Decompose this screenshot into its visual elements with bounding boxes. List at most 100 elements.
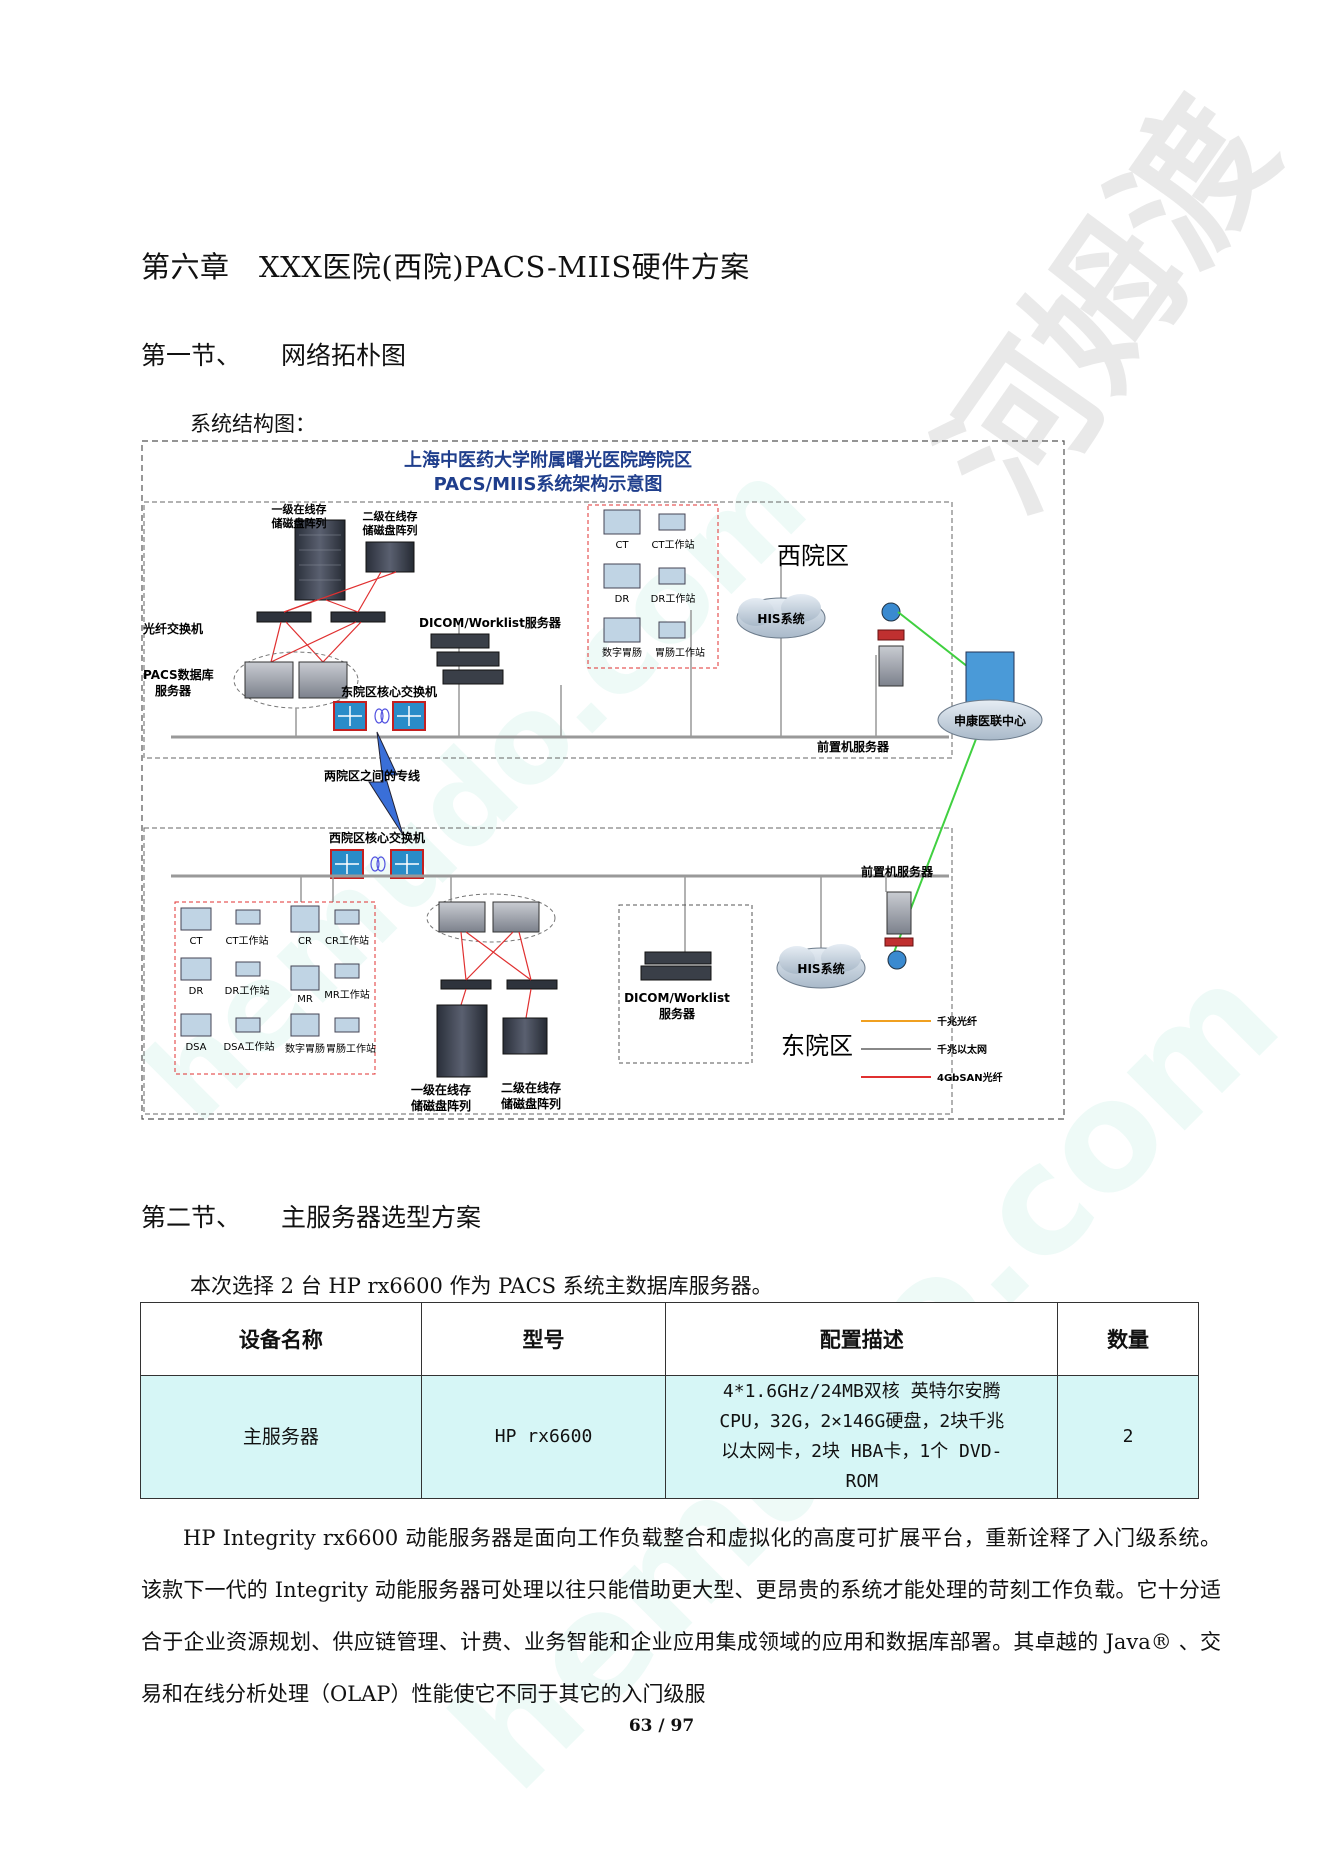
east-dicom-server-2-icon — [640, 965, 712, 981]
header-config: 配置描述 — [665, 1302, 1059, 1376]
center-label: 申康医联中心 — [954, 713, 1026, 728]
east-fiber-switch-1-icon — [440, 979, 492, 990]
legend-label-san: 4GbSAN光纤 — [937, 1071, 1003, 1084]
section-heading-1: 第一节、 网络拓朴图 — [141, 336, 406, 372]
east-modality-cr: CR — [298, 936, 312, 947]
header-model: 型号 — [420, 1302, 667, 1376]
east-modality-dr: DR — [189, 986, 204, 997]
east-modality-mr: MR — [297, 994, 313, 1005]
section-heading-2: 第二节、 主服务器选型方案 — [141, 1198, 481, 1234]
west-modality-gi: 数字胃肠 — [602, 646, 642, 659]
east-db-server-1-icon — [438, 901, 486, 933]
west-db-server-label-1: PACS数据库 — [143, 667, 214, 682]
section-number: 第二节、 — [141, 1203, 242, 1232]
west-dicom-server-2-icon — [436, 651, 500, 667]
east-modality-gi: 数字胃肠 — [285, 1042, 325, 1055]
west-modality-icons — [603, 509, 686, 643]
west-fiber-switch-label: 光纤交换机 — [142, 621, 203, 636]
chapter-title: 第六章 XXX医院(西院)PACS-MIIS硬件方案 — [141, 250, 750, 284]
header-device-name: 设备名称 — [140, 1302, 422, 1376]
west-storage1-label-1: 一级在线存 — [272, 502, 327, 516]
body-paragraph: HP Integrity rx6600 动能服务器是面向工作负载整合和虚拟化的高… — [141, 1512, 1221, 1720]
section-number: 第一节、 — [141, 341, 242, 370]
legend-label-ethernet: 千兆以太网 — [937, 1043, 987, 1056]
diagram-title-line1: 上海中医药大学附属曙光医院跨院区 — [404, 449, 692, 471]
paragraph-text: HP Integrity rx6600 动能服务器是面向工作负载整合和虚拟化的高… — [141, 1526, 1221, 1706]
west-storage2-label-2: 储磁盘阵列 — [363, 523, 418, 537]
west-his-label: HIS系统 — [757, 611, 804, 626]
cell-model: HP rx6600 — [420, 1375, 667, 1499]
west-modality-ct-ws: CT工作站 — [651, 538, 694, 551]
west-modalities-box — [587, 504, 719, 669]
east-front-server-icon — [886, 891, 912, 935]
east-dicom-server-1-icon — [644, 951, 712, 965]
east-modality-dr-ws: DR工作站 — [225, 984, 270, 997]
east-modality-ct-ws: CT工作站 — [225, 934, 268, 947]
intro-text: 本次选择 2 台 HP rx6600 作为 PACS 系统主数据库服务器。 — [190, 1274, 773, 1298]
west-fiber-switch-2-icon — [330, 611, 386, 623]
east-modality-ct: CT — [189, 936, 203, 947]
east-modality-icons — [180, 905, 360, 1037]
east-firewall-icon — [884, 937, 914, 947]
east-his-cloud-icon — [776, 944, 866, 989]
lightning-link-icon — [368, 731, 404, 836]
cell-quantity: 2 — [1057, 1375, 1199, 1499]
east-his-label: HIS系统 — [797, 961, 844, 976]
table-header-row: 设备名称 型号 配置描述 数量 — [140, 1302, 1199, 1376]
west-storage1-label-2: 储磁盘阵列 — [272, 516, 327, 530]
west-dicom-server-label: DICOM/Worklist服务器 — [419, 615, 562, 630]
legend-label-fiber: 千兆光纤 — [937, 1015, 977, 1028]
west-zone-frame — [143, 501, 953, 759]
east-front-server-label: 前置机服务器 — [861, 864, 934, 879]
west-dicom-server-1-icon — [430, 633, 490, 649]
center-cloud-icon — [937, 699, 1043, 741]
east-storage2-icon — [502, 1017, 548, 1055]
west-storage2-icon — [365, 541, 415, 573]
west-front-server-icon — [878, 645, 904, 687]
east-fiber-switch-2-icon — [506, 979, 558, 990]
west-his-cloud-icon — [736, 594, 826, 639]
west-front-server-label: 前置机服务器 — [817, 739, 890, 754]
west-db-server-1-icon — [244, 661, 294, 699]
west-core-switch-label: 东院区核心交换机 — [341, 684, 437, 699]
west-modality-dr: DR — [615, 594, 630, 605]
diagram-title-line2: PACS/MIIS系统架构示意图 — [434, 473, 663, 495]
east-modality-dsa: DSA — [185, 1042, 206, 1053]
section-title: 网络拓朴图 — [281, 341, 407, 370]
west-modality-dr-ws: DR工作站 — [651, 592, 696, 605]
west-dicom-server-3-icon — [442, 669, 504, 685]
east-modality-gi-ws: 胃肠工作站 — [326, 1042, 376, 1055]
west-firewall-icon — [877, 629, 905, 641]
east-storage2-label-1: 二级在线存 — [501, 1080, 561, 1095]
west-storage2-label-1: 二级在线存 — [363, 509, 418, 523]
west-db-server-2-icon — [298, 661, 348, 699]
east-zone-label: 东院区 — [781, 1032, 853, 1060]
header-quantity: 数量 — [1057, 1302, 1199, 1376]
east-dicom-server-label-1: DICOM/Worklist — [624, 991, 730, 1005]
config-line: 以太网卡，2块 HBA卡，1个 DVD- — [721, 1441, 1003, 1462]
east-core-switch-label: 西院区核心交换机 — [329, 830, 425, 845]
west-fiber-switch-1-icon — [256, 611, 312, 623]
east-zone-frame — [143, 827, 953, 1115]
east-modalities-box — [174, 901, 376, 1075]
link-label: 两院区之间的专线 — [324, 768, 420, 783]
server-spec-table: 设备名称 型号 配置描述 数量 主服务器 HP rx6600 4*1.6GHz/… — [140, 1302, 1199, 1499]
cell-device-name: 主服务器 — [140, 1375, 422, 1499]
network-topology-diagram: 上海中医药大学附属曙光医院跨院区 PACS/MIIS系统架构示意图 一级在线存 … — [141, 440, 1065, 1120]
west-router-icon — [881, 602, 901, 622]
west-zone-label: 西院区 — [777, 542, 849, 570]
east-dicom-box — [618, 904, 753, 1064]
west-modality-gi-ws: 胃肠工作站 — [655, 646, 705, 659]
config-line: CPU，32G，2×146G硬盘，2块千兆 — [719, 1411, 1005, 1432]
diagram-frame — [141, 440, 1065, 1120]
config-line: ROM — [845, 1471, 879, 1492]
page-number: 63 / 97 — [628, 1716, 695, 1736]
east-storage1-label-2: 储磁盘阵列 — [411, 1098, 471, 1113]
east-modality-mr-ws: MR工作站 — [324, 988, 370, 1001]
section-title: 主服务器选型方案 — [281, 1203, 482, 1232]
east-router-icon — [887, 950, 907, 970]
east-dicom-server-label-2: 服务器 — [659, 1006, 696, 1021]
table-row: 主服务器 HP rx6600 4*1.6GHz/24MB双核 英特尔安腾 CPU… — [140, 1375, 1199, 1499]
diagram-caption: 系统结构图： — [190, 412, 316, 436]
east-storage1-label-1: 一级在线存 — [411, 1082, 471, 1097]
